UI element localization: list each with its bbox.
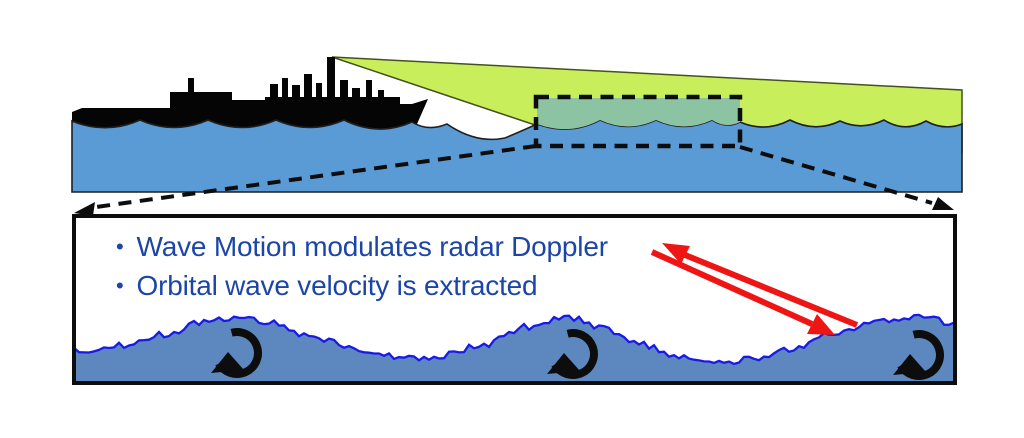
annotation-line: • Orbital wave velocity is extracted [116,267,608,306]
highlight-patch [537,98,740,130]
box-wave-surface-line [76,313,953,366]
zoom-leader-right [739,145,933,205]
bullet-icon: • [116,234,124,259]
annotation-text-orbital: Orbital wave velocity is extracted [136,270,538,301]
radar-signal-arrows-icon [650,243,859,335]
zoom-leader-right-arrowhead-icon [932,197,954,210]
annotation-text-doppler: Wave Motion modulates radar Doppler [136,231,609,262]
highlight-region-outline [533,94,743,149]
zoom-leader-left [95,144,537,209]
sea-surface [71,119,963,193]
inset-annotations: • Wave Motion modulates radar Doppler • … [116,228,608,306]
bullet-icon: • [116,273,124,298]
zoom-leader-left-arrowhead-icon [74,202,95,216]
ship-silhouette-icon [72,57,428,140]
annotation-line: • Wave Motion modulates radar Doppler [116,228,608,267]
